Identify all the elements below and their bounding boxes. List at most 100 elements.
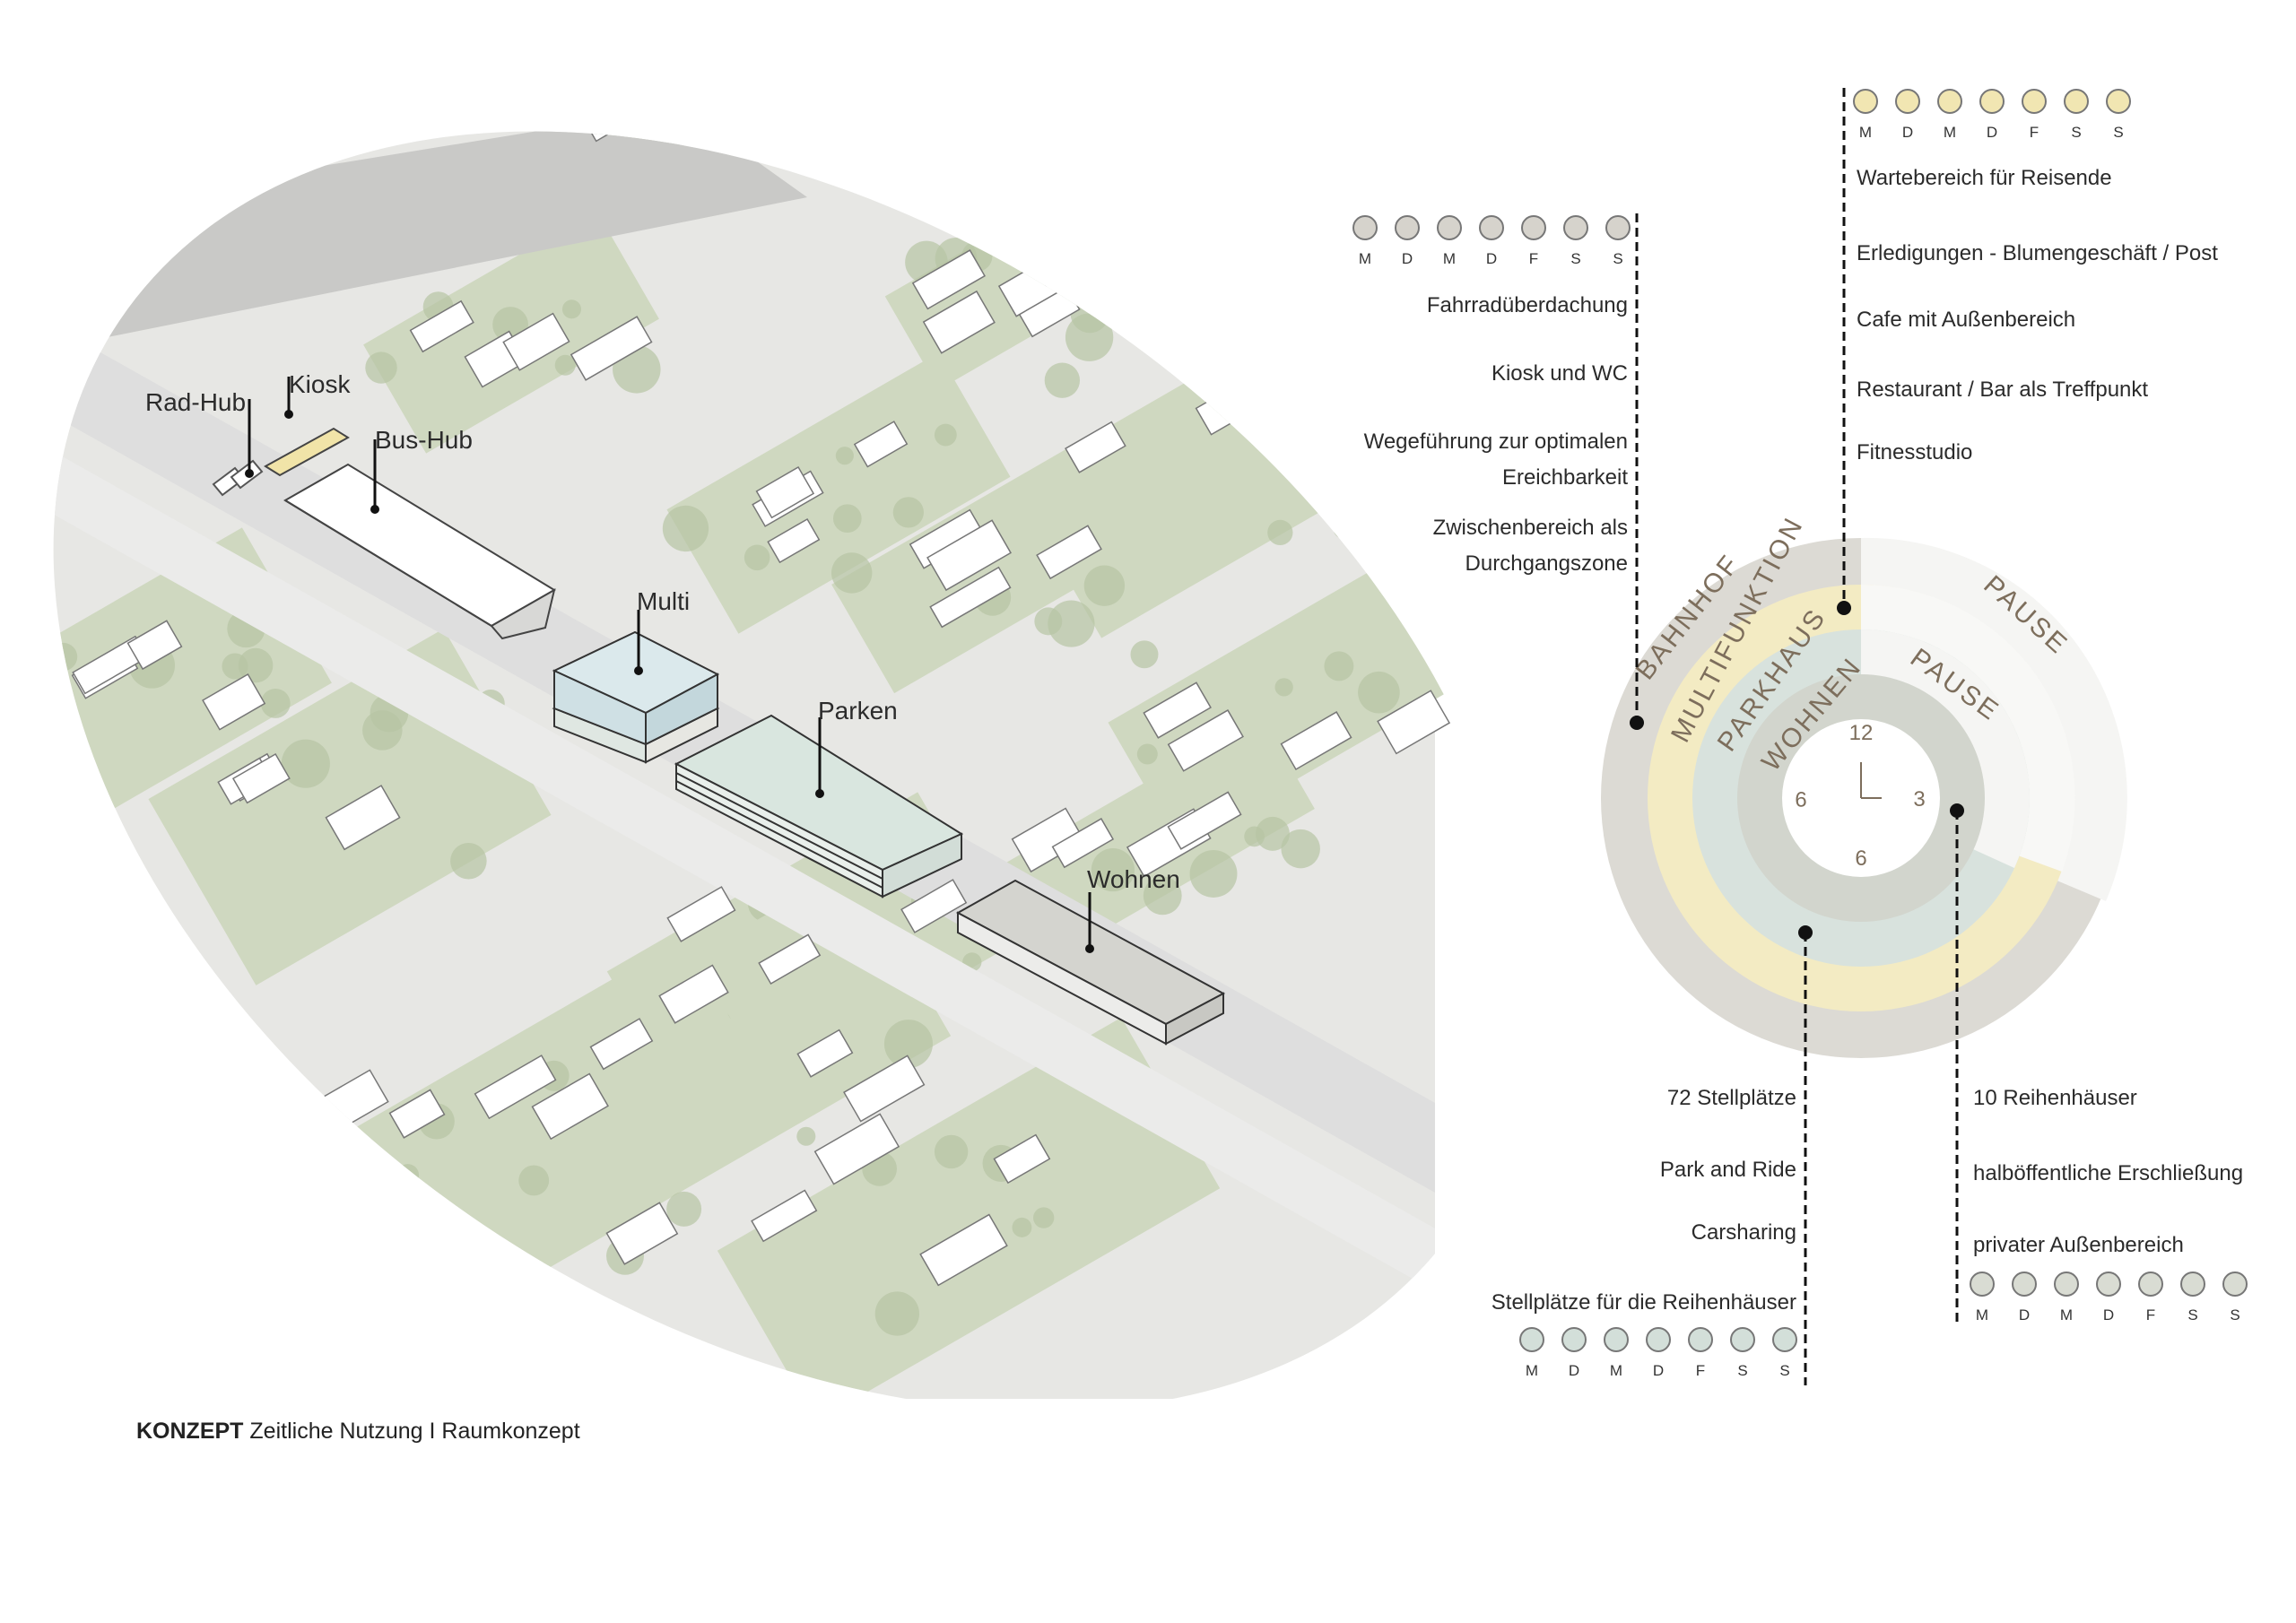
weekday-wohnen-dot (2138, 1271, 2163, 1297)
tree (1044, 362, 1081, 398)
tree (417, 22, 462, 65)
weekday-bahnhof-label: D (1402, 250, 1413, 267)
dashed-connectors (1635, 88, 1959, 1385)
house (843, 1055, 926, 1123)
house (926, 519, 1012, 592)
house (533, 28, 598, 89)
wohnen-item: 10 Reihenhäuser (1973, 1086, 2137, 1110)
weekday-parkhaus-dot (1646, 1327, 1671, 1352)
clock-3: 3 (1913, 787, 1925, 812)
tree (644, 101, 684, 142)
label-multi: Multi (637, 587, 690, 615)
tree (561, 299, 581, 319)
house (1036, 525, 1102, 580)
wohnen-text-column: 10 Reihenhäuser halböffentliche Erschlie… (1973, 1086, 2243, 1257)
tree (1274, 678, 1293, 697)
bahnhof-text-column: Fahrradüberdachung Kiosk und WC Wegeführ… (1364, 293, 1629, 576)
house (919, 1213, 1008, 1287)
house (589, 1018, 654, 1071)
house (1065, 421, 1126, 473)
tree (281, 739, 330, 788)
weekday-multifunktion-dot (2022, 89, 2047, 114)
house (658, 964, 729, 1024)
label-wohnen: Wohnen (1087, 865, 1180, 893)
tree (1333, 516, 1356, 540)
tree (934, 1134, 969, 1169)
weekday-wohnen-label: S (2230, 1306, 2239, 1324)
weekday-parkhaus-label: F (1696, 1362, 1705, 1379)
house (656, 82, 726, 142)
tree (883, 1020, 933, 1069)
house (231, 752, 291, 804)
house (1143, 681, 1212, 739)
weekday-multifunktion-label: S (2113, 124, 2123, 141)
tree (1048, 600, 1095, 647)
tree (835, 447, 854, 465)
wohnen-item: halböffentliche Erschließung (1973, 1161, 2243, 1185)
connector-dots (1630, 601, 1964, 940)
tree (781, 70, 829, 117)
tree (362, 710, 403, 751)
weekday-bahnhof-dot (1521, 215, 1546, 240)
tree (1255, 816, 1290, 851)
weekday-multifunktion-dot (2106, 89, 2131, 114)
tree (892, 497, 924, 528)
parkhaus-text-column: 72 Stellplätze Park and Ride Carsharing … (1492, 1086, 1796, 1315)
tree (623, 67, 667, 111)
weekday-bahnhof-label: S (1570, 250, 1580, 267)
parkhaus-item: Carsharing (1692, 1220, 1796, 1245)
weekday-multifunktion-label: F (2030, 124, 2039, 141)
house (755, 465, 815, 519)
tree (450, 842, 487, 880)
weekday-bahnhof-dot (1605, 215, 1631, 240)
house (796, 1028, 854, 1078)
house (570, 316, 653, 381)
bahnhof-item: Wegeführung zur optimalen (1364, 430, 1628, 454)
bahnhof-item: Ereichbarkeit (1502, 465, 1628, 490)
tree (1136, 743, 1158, 765)
wohnen-item: privater Außenbereich (1973, 1233, 2184, 1257)
weekday-bahnhof-dot (1479, 215, 1504, 240)
house (1377, 690, 1451, 755)
tree (546, 21, 581, 56)
tree (1006, 221, 1036, 250)
tree (640, 89, 661, 110)
clock-hands (1860, 762, 1882, 799)
tree (796, 1126, 816, 1146)
label-rad-hub: Rad-Hub (145, 388, 246, 416)
house (605, 1202, 679, 1265)
site-plan-map: Rad-Hub Kiosk Bus-Hub Multi Parken Wohne… (0, 0, 1475, 1422)
parkhaus-item: 72 Stellplätze (1667, 1086, 1796, 1110)
weekday-multifunktion-dot (1895, 89, 1920, 114)
weekday-multifunktion-label: D (1987, 124, 1997, 141)
weekday-wohnen-label: D (2103, 1306, 2114, 1324)
tree (260, 688, 291, 718)
weekday-parkhaus-dot (1772, 1327, 1797, 1352)
tree (831, 552, 873, 594)
multifunktion-text-column: Wartebereich für Reisende Erledigungen -… (1857, 166, 2218, 464)
weekday-wohnen-label: S (2187, 1306, 2197, 1324)
weekday-wohnen-label: D (2019, 1306, 2030, 1324)
clock-9: 9 (1795, 786, 1806, 811)
tree (662, 505, 709, 552)
multifunktion-item: Cafe mit Außenbereich (1857, 308, 2075, 332)
weekday-bahnhof-label: M (1443, 250, 1456, 267)
site-leader-dots (245, 410, 1094, 953)
multifunktion-item: Wartebereich für Reisende (1857, 166, 2112, 190)
weekday-parkhaus-label: M (1526, 1362, 1538, 1379)
figure-caption: KONZEPT Zeitliche Nutzung I Raumkonzept (136, 1419, 580, 1445)
weekday-multifunktion-dot (1853, 89, 1878, 114)
house (597, 77, 665, 131)
multifunktion-item: Restaurant / Bar als Treffpunkt (1857, 378, 2148, 402)
weekday-parkhaus-dot (1519, 1327, 1544, 1352)
tree (1189, 850, 1238, 898)
site-leader-lines (248, 377, 1091, 949)
weekday-wohnen-dot (2222, 1271, 2248, 1297)
label-kiosk: Kiosk (289, 370, 351, 398)
main-road (0, 108, 807, 341)
house (502, 312, 570, 371)
tree (1130, 640, 1159, 669)
house (474, 1055, 557, 1120)
